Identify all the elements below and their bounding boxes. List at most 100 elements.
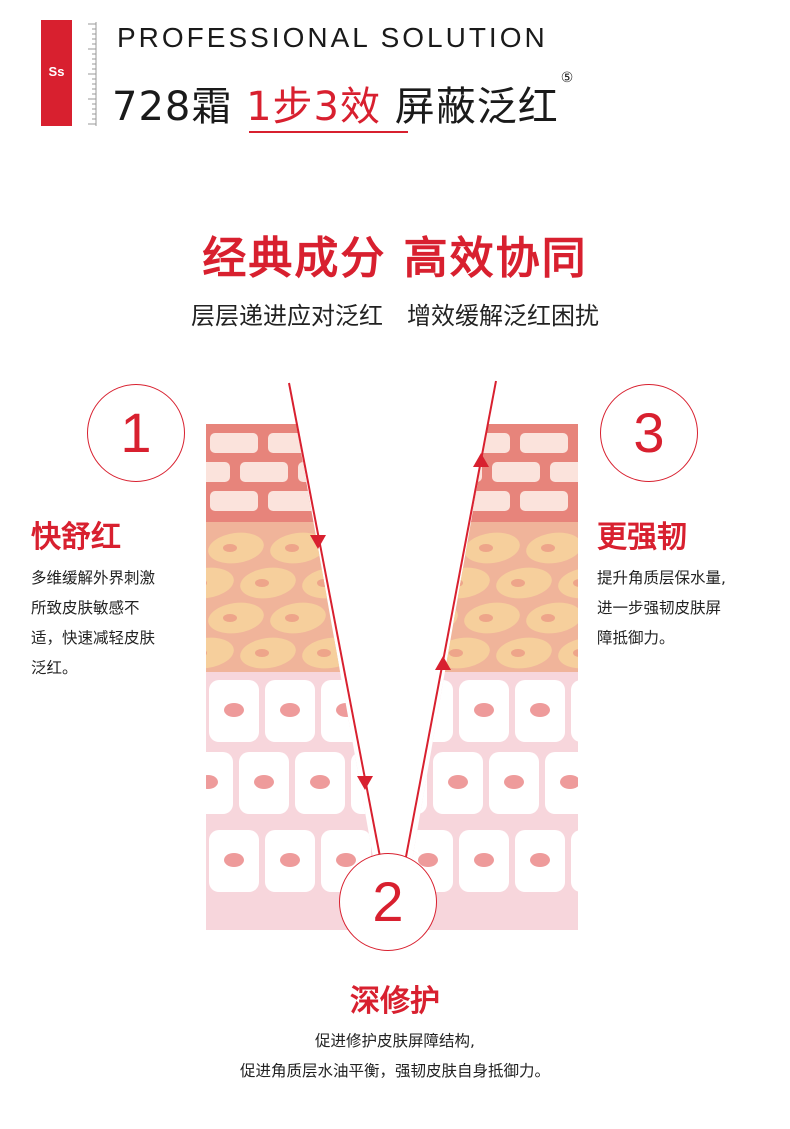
brick-cell: [492, 462, 540, 482]
brick-cell: [578, 491, 626, 511]
step-2-title: 深修护: [350, 984, 440, 1019]
step-1-badge: 1: [87, 384, 185, 482]
fat-nucleus: [573, 579, 578, 587]
dermis-nucleus: [224, 703, 244, 717]
fat-nucleus: [479, 544, 493, 552]
fat-nucleus: [379, 649, 386, 657]
step-2-badge: 2: [339, 853, 437, 951]
brick-cell: [404, 491, 452, 511]
fat-cell: [400, 637, 428, 669]
fat-cell: [206, 567, 234, 599]
dermis-cell: [351, 752, 386, 814]
step-1-desc-line: 泛红。: [31, 659, 78, 677]
brick-cell: [210, 433, 258, 453]
fat-cell: [332, 532, 386, 564]
fat-nucleus: [255, 579, 269, 587]
step-1-description: 多维缓解外界刺激 所致皮肤敏感不 适，快速减轻皮肤 泛红。: [31, 563, 201, 683]
arrow-down-icon: [357, 776, 373, 790]
dermis-nucleus: [224, 853, 244, 867]
fat-nucleus: [511, 579, 525, 587]
step-1-desc-line: 适，快速减轻皮肤: [31, 629, 156, 647]
fat-nucleus: [479, 614, 493, 622]
headline-superscript: ⑤: [560, 70, 575, 86]
fat-cell: [558, 637, 578, 669]
section-title: 经典成分 高效协同: [202, 233, 588, 284]
fat-cell: [400, 567, 428, 599]
step-1-title: 快舒红: [31, 520, 121, 555]
brick-cell: [520, 433, 568, 453]
arrow-up-icon: [435, 656, 451, 670]
brick-cell: [268, 433, 316, 453]
brick-cell: [550, 462, 578, 482]
dermis-cell: [403, 680, 453, 742]
dermis-nucleus: [530, 703, 550, 717]
step-3-description: 提升角质层保水量, 进一步强韧皮肤屏 障抵御力。: [597, 563, 777, 653]
fat-nucleus: [400, 649, 401, 657]
step-2-description: 促进修护皮肤屏障结构, 促进角质层水油平衡，强韧皮肤自身抵御力。: [0, 1026, 790, 1086]
ruler-icon: [88, 22, 97, 126]
fat-nucleus: [541, 614, 555, 622]
dermis-nucleus: [560, 775, 578, 789]
dermis-nucleus: [586, 853, 606, 867]
dermis-cell: [571, 680, 578, 742]
step-3-desc-line: 提升角质层保水量,: [597, 569, 726, 587]
brick-cell: [206, 462, 230, 482]
dermis-cell: [377, 680, 386, 742]
fat-nucleus: [409, 544, 423, 552]
brick-cell: [404, 433, 452, 453]
dermis-cell: [571, 830, 578, 892]
brick-cell: [384, 433, 386, 453]
dermis-nucleus: [280, 703, 300, 717]
brand-logo: Ss: [41, 20, 72, 126]
dermis-nucleus: [206, 775, 218, 789]
headline: 728霜 1步3效 屏蔽泛红⑤: [112, 70, 574, 132]
fat-nucleus: [223, 544, 237, 552]
dermis-nucleus: [474, 703, 494, 717]
fat-nucleus: [347, 544, 361, 552]
fat-nucleus: [223, 614, 237, 622]
eyebrow-text: PROFESSIONAL SOLUTION: [117, 22, 548, 53]
step-3-desc-line: 障抵御力。: [597, 629, 675, 647]
fat-nucleus: [541, 544, 555, 552]
dermis-nucleus: [474, 853, 494, 867]
dermis-nucleus: [400, 775, 412, 789]
fat-cell: [332, 602, 386, 634]
step-2-desc-line: 促进修护皮肤屏障结构,: [315, 1032, 475, 1050]
fat-nucleus: [409, 614, 423, 622]
fat-nucleus: [285, 614, 299, 622]
headline-prefix: 728霜: [112, 84, 233, 130]
step-1-desc-line: 多维缓解外界刺激: [31, 569, 156, 587]
dermis-nucleus: [336, 853, 356, 867]
fat-cell: [206, 637, 234, 669]
fat-cell: [392, 529, 452, 567]
brick-cell: [268, 491, 316, 511]
brick-cell: [210, 491, 258, 511]
fat-cell: [392, 599, 452, 637]
brick-cell: [240, 462, 288, 482]
dermis-nucleus: [530, 853, 550, 867]
brick-cell: [384, 491, 386, 511]
step-2-desc-line: 促进角质层水油平衡，强韧皮肤自身抵御力。: [239, 1062, 550, 1080]
dermis-nucleus: [280, 853, 300, 867]
fat-nucleus: [511, 649, 525, 657]
step-3-desc-line: 进一步强韧皮肤屏: [597, 599, 722, 617]
brick-cell: [356, 462, 386, 482]
fat-nucleus: [449, 579, 463, 587]
brick-cell: [462, 491, 510, 511]
fat-nucleus: [417, 614, 431, 622]
fat-nucleus: [379, 579, 386, 587]
dermis-nucleus: [310, 775, 330, 789]
step-3-title: 更强韧: [597, 520, 687, 555]
dermis-nucleus: [504, 775, 524, 789]
headline-underline: [249, 131, 408, 133]
arrow-down-icon: [310, 535, 326, 549]
fat-nucleus: [400, 579, 401, 587]
fat-nucleus: [417, 544, 431, 552]
dermis-nucleus: [586, 703, 606, 717]
dermis-nucleus: [418, 853, 438, 867]
fat-nucleus: [573, 649, 578, 657]
fat-cell: [558, 567, 578, 599]
arrow-up-icon: [473, 453, 489, 467]
brick-cell: [326, 433, 374, 453]
